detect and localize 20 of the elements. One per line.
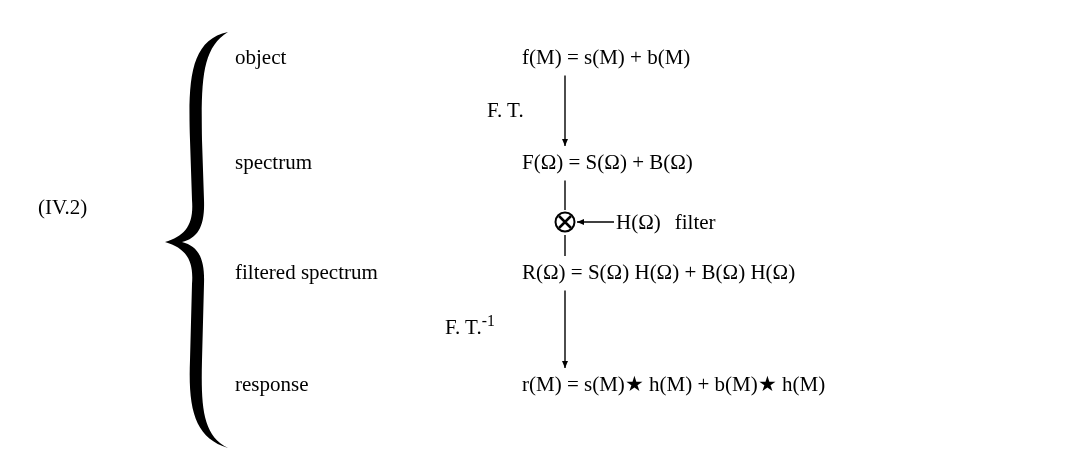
arrow <box>562 289 568 369</box>
equation: r(M) = s(M)★ h(M) + b(M)★ h(M) <box>522 369 826 401</box>
connector-line <box>564 234 566 257</box>
equation: f(M) = s(M) + b(M) <box>522 42 691 74</box>
row-label: response <box>235 371 309 398</box>
row-label: spectrum <box>235 149 312 176</box>
connector-line <box>564 179 566 211</box>
curly-brace <box>165 30 229 450</box>
edge-label: F. T. <box>487 97 524 124</box>
node-caption: filter <box>674 209 716 236</box>
multiply-circle <box>554 211 576 233</box>
arrow <box>562 74 568 147</box>
equation: F(Ω) = S(Ω) + B(Ω) <box>522 147 693 179</box>
row-label: filtered spectrum <box>235 259 378 286</box>
row-label: object <box>235 44 287 71</box>
equation-number: (IV.2) <box>38 194 88 221</box>
equation: H(Ω) <box>616 207 661 239</box>
edge-label: F. T.$^{-1}$ <box>445 312 495 341</box>
arrow <box>576 219 615 225</box>
equation: R(Ω) = S(Ω) H(Ω) + B(Ω) H(Ω) <box>522 257 796 289</box>
